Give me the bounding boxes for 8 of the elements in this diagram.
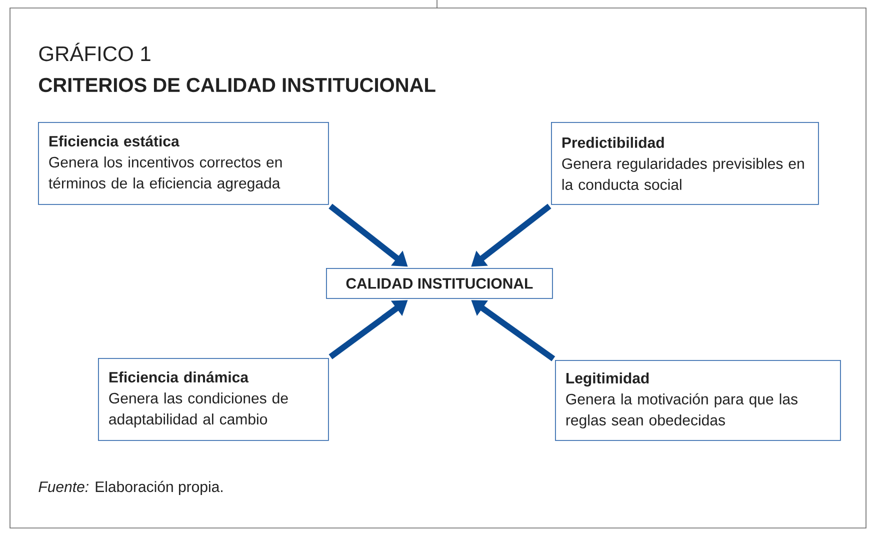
center-box: CALIDAD INSTITUCIONAL [326, 268, 553, 299]
source-note: Fuente: Elaboración propia. [38, 480, 222, 496]
figure-number: GRÁFICO 1 [39, 42, 150, 62]
criterion-box: Legitimidad Genera la motivación para que las reglas sean obedecidas [555, 360, 841, 441]
figure-title: CRITERIOS DE CALIDAD INSTITUCIONAL [39, 78, 436, 92]
criterion-box: Predictibilidad Genera regularidades previsibles en la conducta social [551, 122, 819, 205]
criterion-box: Eficiencia estática Genera los incentivos correctos en términos de la eficiencia agregada [38, 122, 329, 205]
criterion-box: Eficiencia dinámica Genera las condiciones de adaptabilidad al cambio [98, 358, 329, 441]
